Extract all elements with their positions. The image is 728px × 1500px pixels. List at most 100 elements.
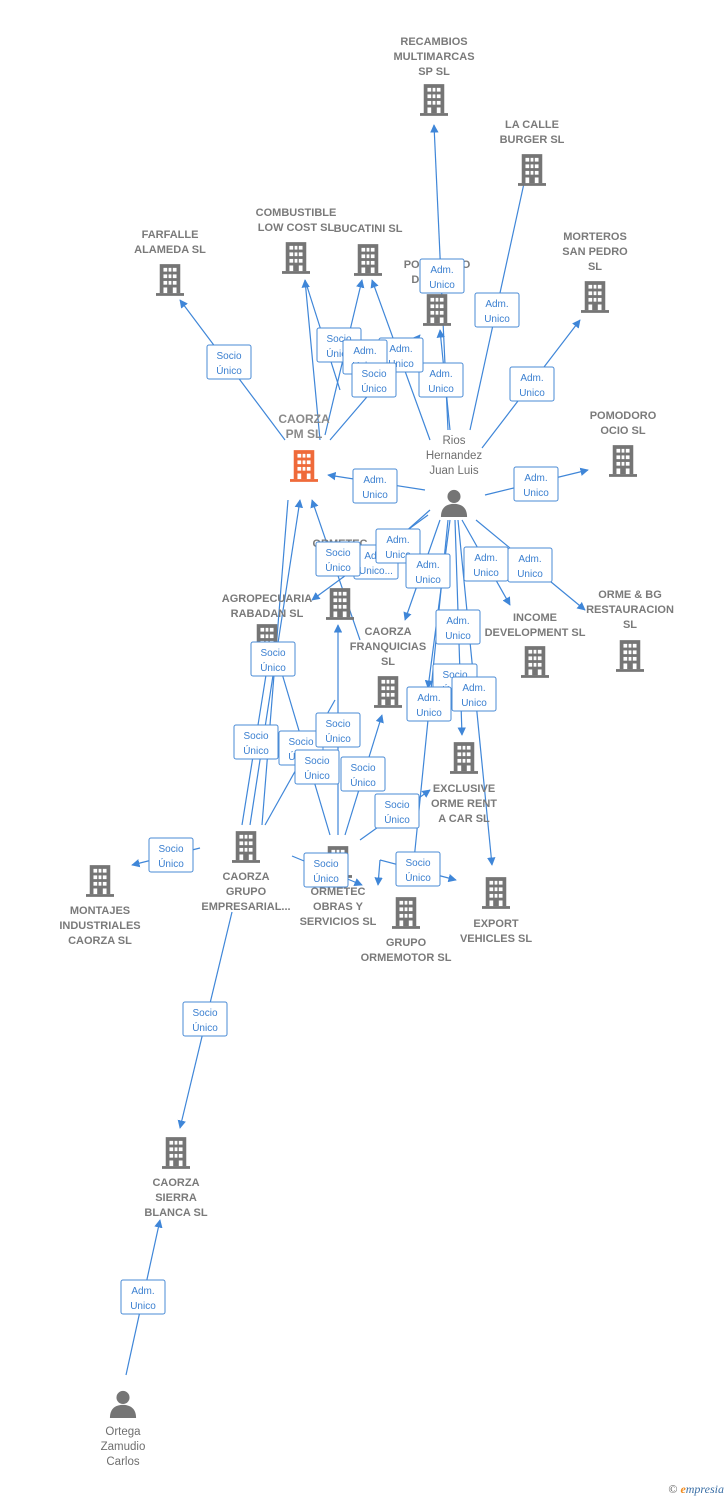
edge-label-e-pomodoro-ocio[interactable]: Adm. Unico (513, 466, 559, 502)
node-label-line: Zamudio (101, 1441, 146, 1453)
node-label-line: RABADAN SL (231, 608, 304, 620)
node-label-line: Hernandez (426, 450, 483, 462)
node-label-line: GRUPO (226, 886, 267, 898)
edge-label-text: Unico (519, 388, 545, 399)
node-label-line: CAORZA SL (68, 935, 132, 947)
brand-logo[interactable]: empresia (680, 1482, 724, 1496)
building-icon (162, 1137, 190, 1169)
edge-label-text: Adm. (524, 473, 547, 484)
node-bucatini[interactable]: BUCATINI SL (334, 223, 403, 276)
node-label-line: SERVICIOS SL (300, 916, 377, 928)
edge-label-text: Socio (442, 670, 467, 681)
edge-label-e-ortega[interactable]: Adm.Unico (120, 1279, 166, 1315)
edge-caorzapm-combustible (301, 279, 321, 441)
edge-label-box (435, 609, 481, 645)
node-label-line: SL (623, 619, 637, 631)
edge-label-e-exclusive3[interactable]: Adm.Unico (406, 686, 452, 722)
edge-label-text: Unico (415, 575, 441, 586)
edge-label-e-franq[interactable]: Adm.Unico (405, 553, 451, 589)
edge-rios-ormemotor2 (424, 519, 451, 689)
edge-label-text: Único (304, 769, 330, 782)
edge-label-text: Único (216, 364, 242, 377)
edge-label-text: Único (350, 776, 376, 789)
edge-label-box (513, 466, 559, 502)
edge-label-e-exclusive[interactable]: Adm. Unico (435, 609, 481, 645)
node-lacalle[interactable]: LA CALLE BURGER SL (500, 119, 565, 186)
node-label-line: BURGER SL (500, 134, 565, 146)
edge-label-e-lacalle[interactable]: Adm.Unico (474, 292, 520, 328)
edge-label-text: Adm. (520, 373, 543, 384)
edge-label-e-recambios[interactable]: Adm.Unico (419, 258, 465, 294)
edge-label-e-income[interactable]: Adm.Unico (463, 546, 509, 582)
node-label-line: LA CALLE (505, 119, 559, 131)
copyright-symbol: © (668, 1482, 678, 1496)
edge-label-box (148, 837, 194, 873)
building-icon (354, 244, 382, 276)
edge-label-text: Unico (473, 568, 499, 579)
node-label-line: A CAR SL (438, 813, 490, 825)
edge-label-text: Unico (416, 708, 442, 719)
edge-label-e-pomodoro-del[interactable]: Adm.Unico (418, 362, 464, 398)
edge-label-box (315, 712, 361, 748)
node-caorza-grupo[interactable]: CAORZAGRUPOEMPRESARIAL... (201, 831, 291, 913)
edge-label-text: Adm. (363, 475, 386, 486)
edge-label-e-caorza-pm[interactable]: Adm.Unico (352, 468, 398, 504)
edge-label-text: Unico (523, 488, 549, 499)
edge-label-box (303, 852, 349, 888)
edge-label-text: Adm. (429, 369, 452, 380)
edge-label-box (374, 793, 420, 829)
edge-label-text: Unico (517, 569, 543, 580)
edge-label-text: Adm. (446, 616, 469, 627)
node-label-line: SAN PEDRO (562, 246, 628, 258)
edge-label-box (182, 1001, 228, 1037)
edge-label-e-export[interactable]: Adm.Unico (451, 676, 497, 712)
edge-label-e-morteros[interactable]: Adm. Unico (509, 366, 555, 402)
node-label-line: GRUPO (386, 937, 427, 949)
node-label-line: BLANCA SL (144, 1207, 207, 1219)
edge-label-text: Socio (158, 844, 183, 855)
edge-label-text: Socio (325, 719, 350, 730)
edge-obras-ormemotor (374, 859, 383, 886)
edge-label-text: Único (405, 871, 431, 884)
edge-label-text: Socio (313, 859, 338, 870)
edge-label-e-orme-bg[interactable]: Adm.Unico (507, 547, 553, 583)
node-label-line: Ortega (105, 1426, 141, 1438)
node-label-line: INCOME (513, 612, 557, 624)
building-icon (609, 445, 637, 477)
edge-label-text: Adm. (389, 344, 412, 355)
edge-label-text: Unico (445, 631, 471, 642)
node-label-line: EMPRESARIAL... (201, 901, 290, 913)
edge-labels-layer: Adm.UnicoAdm.UnicoAdm.UnicoAdm.UnicoAdm.… (120, 258, 559, 1315)
